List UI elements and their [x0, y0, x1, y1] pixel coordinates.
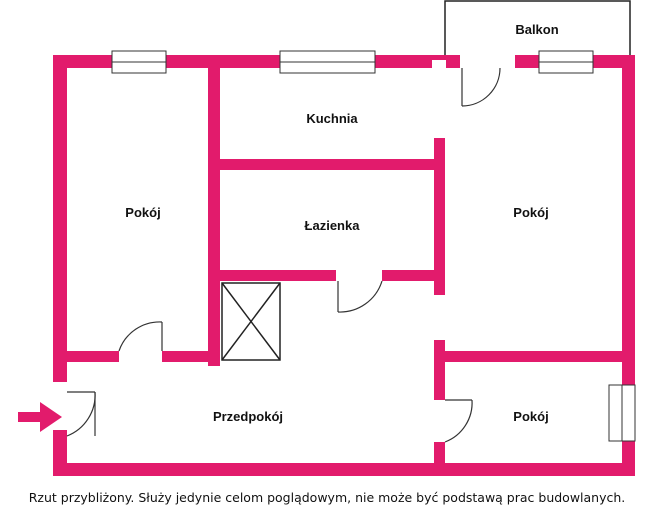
wall-right [622, 55, 635, 476]
wall-left [53, 55, 67, 476]
label-room-right: Pokój [513, 205, 548, 220]
wall-left-room-bottom [67, 351, 119, 362]
label-bathroom: Łazienka [305, 218, 361, 233]
label-room-small: Pokój [513, 409, 548, 424]
label-hall: Przedpokój [213, 409, 283, 424]
room-labels: Balkon Kuchnia Łazienka Pokój Pokój Pokó… [125, 22, 558, 424]
wall-left-room-bottom-2 [162, 351, 220, 362]
label-balcony: Balkon [515, 22, 558, 37]
label-kitchen: Kuchnia [306, 111, 358, 126]
wall-bottom [53, 463, 635, 476]
shaft-icon [221, 282, 281, 361]
wall-kitchen-bath [220, 159, 445, 170]
walls [53, 55, 635, 476]
wall-bath-bottom [220, 270, 445, 281]
floor-plan: Balkon Kuchnia Łazienka Pokój Pokój Pokó… [18, 0, 636, 476]
entrance-arrow-icon [18, 402, 62, 432]
label-room-left: Pokój [125, 205, 160, 220]
wall-small-room-top [434, 351, 622, 362]
wall-center-upper [434, 138, 445, 295]
wall-left-room-right [208, 68, 220, 366]
disclaimer-caption: Rzut przybliżony. Służy jedynie celom po… [28, 490, 626, 505]
windows [111, 50, 636, 442]
doors [66, 67, 501, 443]
